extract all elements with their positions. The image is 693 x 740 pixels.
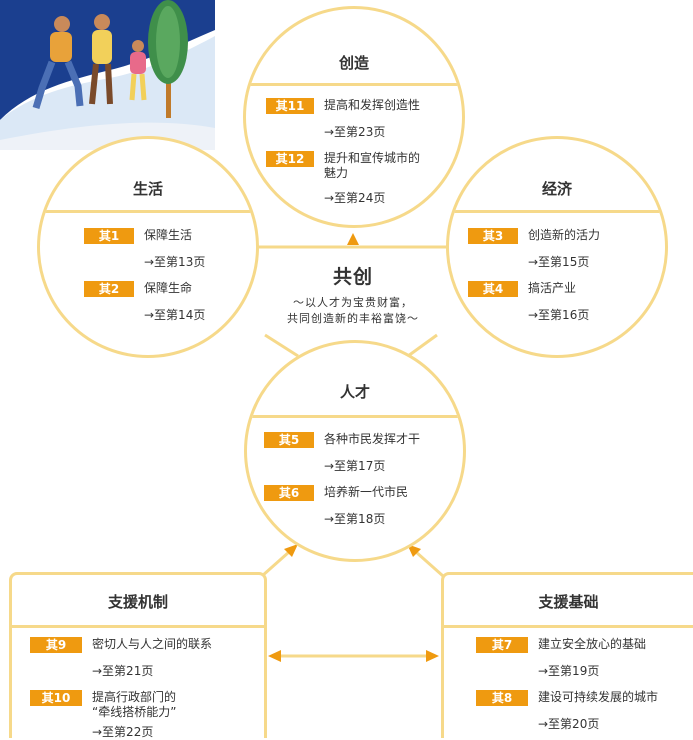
item-label: 建立安全放心的基础 [538, 637, 647, 651]
item-label: 提高行政部门的 “牵线搭桥能力” [92, 690, 177, 719]
page-ref[interactable]: →至第13页 [144, 255, 206, 269]
page-ref[interactable]: →至第18页 [324, 512, 386, 526]
divider [444, 625, 693, 628]
circle-shenghuo: 生活 其1 保障生活 →至第13页 其2 保障生命 →至第14页 [37, 136, 259, 358]
item-badge: 其4 [468, 281, 518, 297]
item-label: 提高和发挥创造性 [324, 98, 421, 112]
people-walking-illustration [0, 0, 215, 150]
circle-jingji: 经济 其3 创造新的活力 →至第15页 其4 搞活产业 →至第16页 [446, 136, 668, 358]
arrow-right-panel-to-rencai [407, 544, 421, 557]
circle-rencai: 人才 其5 各种市民发挥才干 →至第17页 其6 培养新一代市民 →至第18页 [244, 340, 466, 562]
item-label: 各种市民发挥才干 [324, 432, 421, 446]
item-badge: 其1 [84, 228, 134, 244]
item-label: 搞活产业 [528, 281, 577, 295]
item-badge: 其6 [264, 485, 314, 501]
page-ref[interactable]: →至第19页 [538, 664, 600, 678]
divider [246, 83, 462, 86]
center-subtitle: ～以人才为宝贵财富， 共同创造新的丰裕富饶～ [287, 296, 419, 325]
arrow-up-to-chuangzao [347, 233, 359, 245]
link-shenghuo-rencai [264, 333, 299, 358]
page-ref[interactable]: →至第22页 [92, 725, 154, 739]
arrow-left-head [268, 650, 281, 662]
page-ref[interactable]: →至第21页 [92, 664, 154, 678]
page-ref[interactable]: →至第20页 [538, 717, 600, 731]
item-label: 创造新的活力 [528, 228, 601, 242]
circle-title: 人才 [339, 383, 370, 401]
arrow-right-head [426, 650, 439, 662]
item-badge: 其8 [476, 690, 528, 706]
page-ref[interactable]: →至第17页 [324, 459, 386, 473]
item-badge: 其10 [30, 690, 82, 706]
panel-title: 支援机制 [107, 593, 168, 611]
link-panel-right-rencai [415, 550, 444, 578]
circle-title: 创造 [338, 54, 369, 72]
panel-zhiyuan-jizhi: 支援机制 其9 密切人与人之间的联系 →至第21页 其10 提高行政部门的 “牵… [9, 572, 267, 739]
center-motto: 共创 ～以人才为宝贵财富， 共同创造新的丰裕富饶～ [248, 262, 458, 327]
item-label: 密切人与人之间的联系 [92, 637, 213, 651]
arrow-left-panel-to-rencai [284, 544, 298, 557]
item-label: 保障生命 [144, 281, 193, 295]
page-ref[interactable]: →至第23页 [324, 125, 386, 139]
item-badge: 其12 [266, 151, 314, 167]
item-label: 提升和宣传城市的 魅力 [324, 151, 421, 180]
circle-chuangzao: 创造 其11 提高和发挥创造性 →至第23页 其12 提升和宣传城市的 魅力 →… [243, 6, 465, 228]
item-badge: 其7 [476, 637, 528, 653]
divider [40, 210, 256, 213]
page-ref[interactable]: →至第15页 [528, 255, 590, 269]
circle-title: 经济 [541, 180, 572, 198]
item-badge: 其11 [266, 98, 314, 114]
item-badge: 其3 [468, 228, 518, 244]
divider [449, 210, 665, 213]
item-label: 培养新一代市民 [324, 485, 409, 499]
panel-title: 支援基础 [538, 593, 599, 611]
item-badge: 其5 [264, 432, 314, 448]
item-badge: 其2 [84, 281, 134, 297]
divider [12, 625, 264, 628]
link-panel-left-rencai [261, 550, 290, 578]
page-ref[interactable]: →至第16页 [528, 308, 590, 322]
item-label: 建设可持续发展的城市 [538, 690, 659, 704]
item-badge: 其9 [30, 637, 82, 653]
page-ref[interactable]: →至第14页 [144, 308, 206, 322]
link-jingji-rencai [407, 333, 438, 358]
panel-zhiyuan-jichu: 支援基础 其7 建立安全放心的基础 →至第19页 其8 建设可持续发展的城市 →… [441, 572, 693, 738]
divider [247, 415, 463, 418]
circle-title: 生活 [132, 180, 163, 198]
center-title: 共创 [332, 266, 373, 288]
item-label: 保障生活 [144, 228, 193, 242]
page-ref[interactable]: →至第24页 [324, 191, 386, 205]
